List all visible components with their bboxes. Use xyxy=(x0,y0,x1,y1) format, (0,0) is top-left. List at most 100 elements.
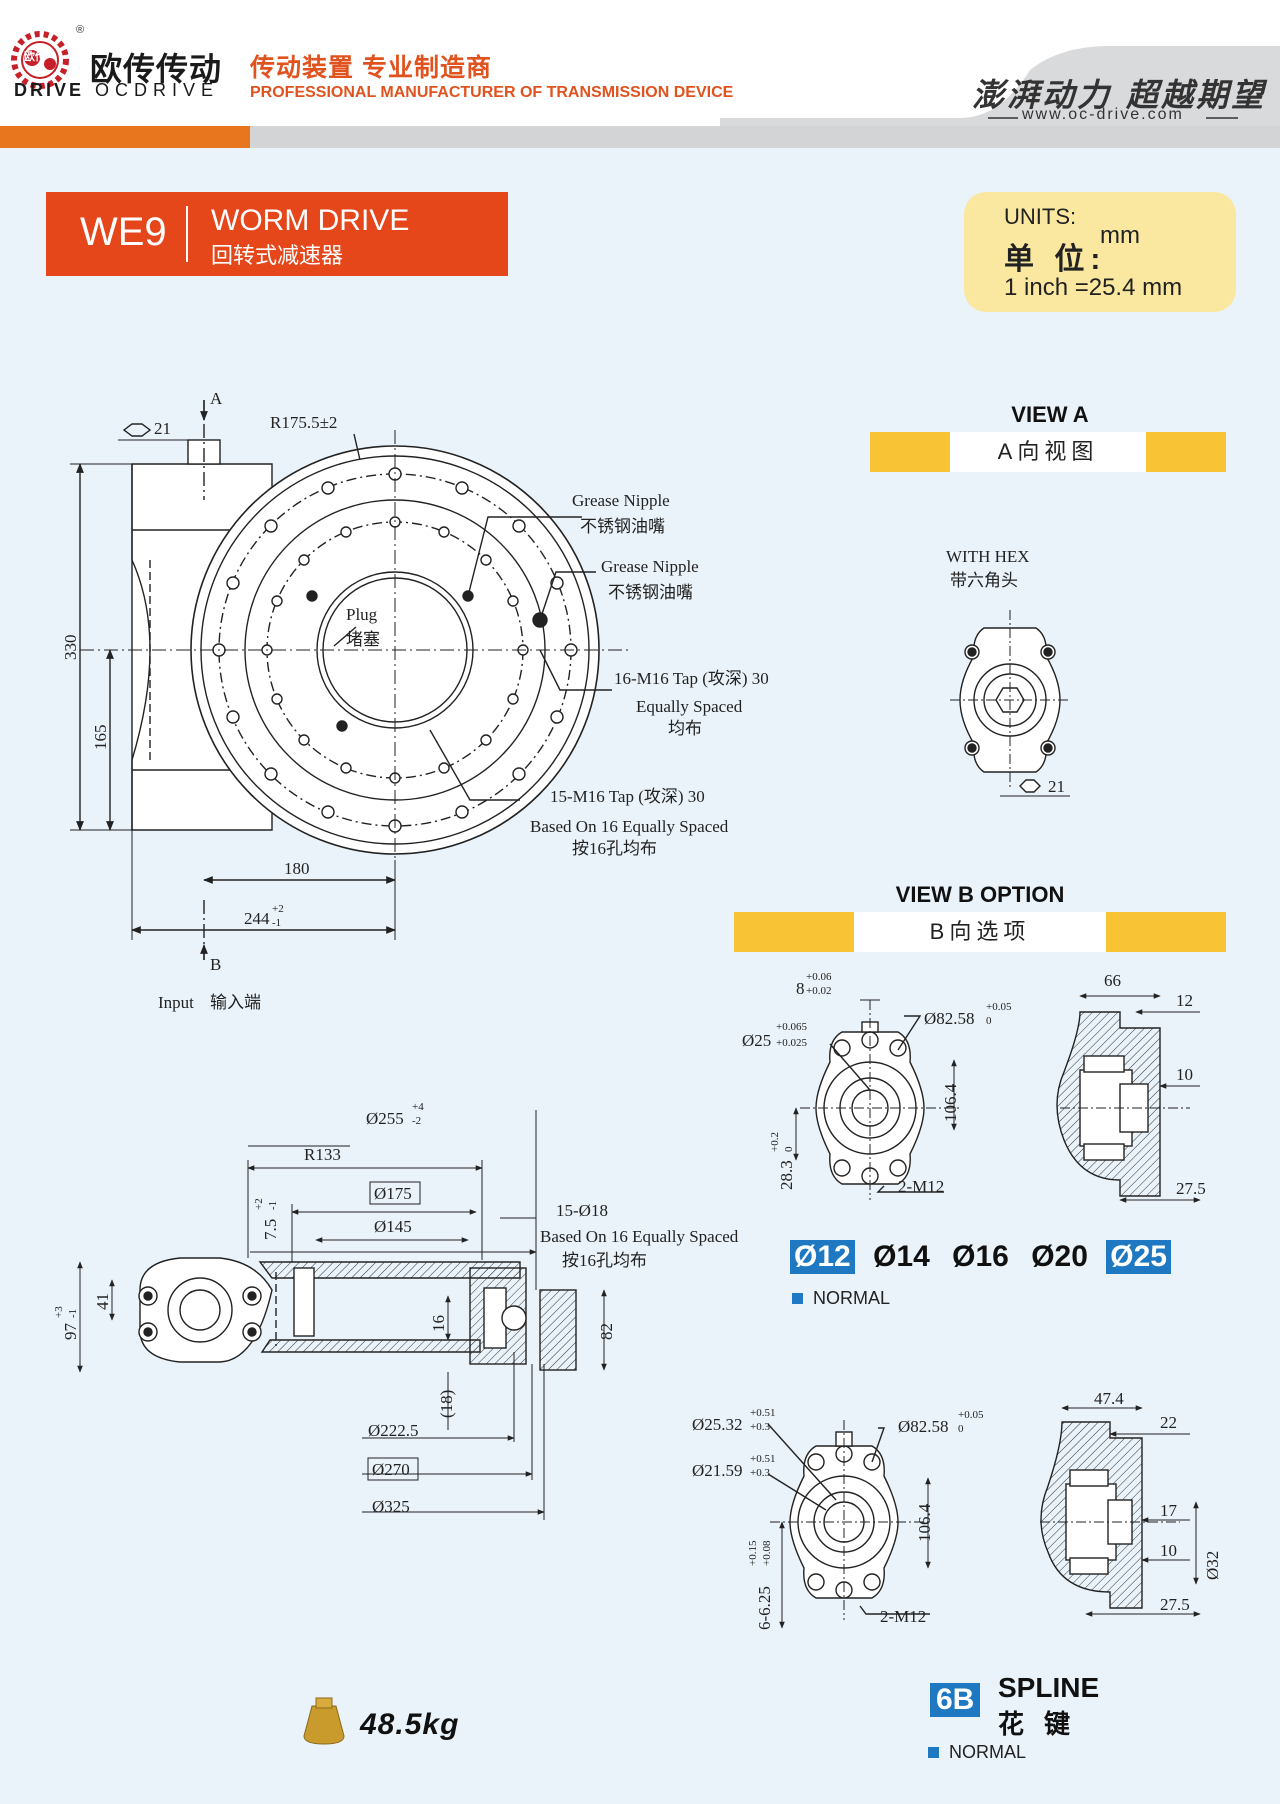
vb-d25-dn: +0.025 xyxy=(776,1037,807,1049)
vb-side-12: 12 xyxy=(1176,991,1193,1010)
sp-dim-106-4: 106.4 xyxy=(915,1503,934,1542)
dim-7-5-dn: -1 xyxy=(267,1201,279,1210)
vb-dim-106-4: 106.4 xyxy=(941,1083,960,1122)
dim-d270: Ø270 xyxy=(372,1460,410,1479)
title-divider xyxy=(186,206,188,262)
vb-d8258-dn: 0 xyxy=(986,1015,992,1027)
sp-d25-32: Ø25.32 xyxy=(692,1415,743,1434)
units-box: UNITS: 单 位: mm 1 inch =25.4 mm xyxy=(964,192,1236,312)
header-background xyxy=(0,0,1280,148)
shaft-option-25: Ø25 xyxy=(1106,1240,1171,1274)
units-conversion: 1 inch =25.4 mm xyxy=(1004,274,1183,301)
vb-dim-28-3: 28.3 xyxy=(777,1160,796,1190)
normal-note-text: NORMAL xyxy=(949,1742,1027,1762)
input-cn: 输入端 xyxy=(210,993,261,1012)
spline-front xyxy=(767,1420,931,1629)
normal-marker xyxy=(928,1747,939,1758)
company-logo xyxy=(11,31,69,89)
shaft-option-12: Ø12 xyxy=(790,1240,855,1274)
mark-b: B xyxy=(210,955,221,974)
dim-d255-up: +4 xyxy=(412,1101,424,1113)
website-url[interactable]: www.oc-drive.com xyxy=(1022,106,1184,123)
mark-a: A xyxy=(210,389,223,408)
tagline-cn: 传动装置 专业制造商 xyxy=(250,54,492,82)
sp-d21-59-dn: +0.3 xyxy=(750,1467,770,1479)
vb-dim-8: 8 xyxy=(796,979,805,998)
tap15-sub-en: Based On 16 Equally Spaced xyxy=(530,817,729,836)
dim-41: 41 xyxy=(93,1293,112,1310)
tap16-sub-cn: 均布 xyxy=(668,719,702,738)
product-title-box: WE9 WORM DRIVE 回转式减速器 xyxy=(46,192,508,276)
vb-side-10: 10 xyxy=(1176,1065,1193,1084)
tap15-label: 15-M16 Tap (攻深) 30 xyxy=(550,787,705,806)
vb-2-m12: 2-M12 xyxy=(898,1177,944,1196)
sp-d82-58-dn: 0 xyxy=(958,1423,964,1435)
dim-97-dn: -1 xyxy=(67,1309,79,1318)
tagline-en: PROFESSIONAL MANUFACTURER OF TRANSMISSIO… xyxy=(250,84,734,101)
section-view-labels: Ø255 +4 -2 R133 Ø175 Ø145 7.5 +2 -1 15-Ø… xyxy=(53,1101,739,1516)
url-rules xyxy=(988,117,1238,119)
brand-ocdrive: OCDRIVE xyxy=(95,80,220,100)
spline-code-badge: 6B xyxy=(930,1683,981,1717)
dim-r133: R133 xyxy=(304,1145,341,1164)
dim-244-tol-dn: -1 xyxy=(272,917,281,929)
vb-side-66: 66 xyxy=(1104,971,1121,990)
normal-note-shaft: NORMAL xyxy=(792,1288,890,1309)
dim-d145: Ø145 xyxy=(374,1217,412,1236)
spline-name-en: SPLINE xyxy=(998,1672,1100,1703)
view-b-front xyxy=(793,999,960,1200)
dim-18: (18) xyxy=(437,1390,456,1418)
sp-dim-6-25-up: +0.15 xyxy=(747,1540,759,1566)
sp-2-m12: 2-M12 xyxy=(880,1607,926,1626)
sp-side-d32: Ø32 xyxy=(1203,1551,1222,1580)
vb-dim-8-dn: +0.02 xyxy=(806,985,831,997)
section-view xyxy=(77,1110,607,1520)
spline-side xyxy=(1040,1405,1201,1617)
dim-d325: Ø325 xyxy=(372,1497,410,1516)
units-label-cn: 单 位: xyxy=(1004,243,1107,276)
shaft-option-14: Ø14 xyxy=(873,1240,930,1273)
brand-name-en: DRIVE OCDRIVE xyxy=(14,80,219,101)
registered-mark: ® xyxy=(76,24,85,36)
input-en: Input xyxy=(158,993,194,1012)
grease-nipple-1-en: Grease Nipple xyxy=(572,491,670,510)
sp-dim-6-25: 6-6.25 xyxy=(755,1586,774,1630)
view-b-side xyxy=(1056,993,1201,1203)
d175-box xyxy=(369,1181,421,1205)
sp-d25-32-dn: +0.3 xyxy=(750,1421,770,1433)
dim-244: 244 xyxy=(244,909,270,928)
sp-side-17: 17 xyxy=(1160,1501,1178,1520)
view-b-title: VIEW B OPTION xyxy=(895,882,1065,907)
vb-dim-28-3-dn: 0 xyxy=(783,1146,795,1152)
view-a-drawing xyxy=(950,610,1070,797)
product-weight: 48.5kg xyxy=(360,1708,460,1741)
model-number: WE9 xyxy=(80,210,167,254)
holes-based-cn: 按16孔均布 xyxy=(562,1251,647,1270)
spline-name-cn: 花键 xyxy=(998,1709,1091,1739)
view-b-bar: B向选项 xyxy=(734,912,1226,952)
dim-d255: Ø255 xyxy=(366,1109,404,1128)
weight-icon xyxy=(303,1697,345,1745)
sp-side-27-5: 27.5 xyxy=(1160,1595,1190,1614)
vb-dim-8-up: +0.06 xyxy=(806,971,832,983)
dim-d255-dn: -2 xyxy=(412,1115,421,1127)
hex-size: 21 xyxy=(154,419,171,438)
view-a-bar-label: A向视图 xyxy=(950,432,1146,472)
dim-330: 330 xyxy=(61,635,80,661)
vb-d25-up: +0.065 xyxy=(776,1021,807,1033)
sp-d21-59: Ø21.59 xyxy=(692,1461,743,1480)
shaft-option-16: Ø16 xyxy=(952,1240,1009,1273)
sp-side-22: 22 xyxy=(1160,1413,1177,1432)
with-hex-cn: 带六角头 xyxy=(950,571,1018,590)
normal-marker xyxy=(792,1293,803,1304)
product-name-en: WORM DRIVE xyxy=(211,204,410,237)
view-a-title: VIEW A xyxy=(1011,402,1089,427)
normal-note-spline: NORMAL xyxy=(928,1742,1026,1763)
view-a-hex-size: 21 xyxy=(1048,777,1065,796)
plug-cn: 堵塞 xyxy=(346,630,380,649)
dim-7-5: 7.5 xyxy=(261,1219,280,1240)
vb-d8258: Ø82.58 xyxy=(924,1009,975,1028)
dim-16: 16 xyxy=(429,1315,448,1332)
units-label-en: UNITS: xyxy=(1004,204,1077,229)
